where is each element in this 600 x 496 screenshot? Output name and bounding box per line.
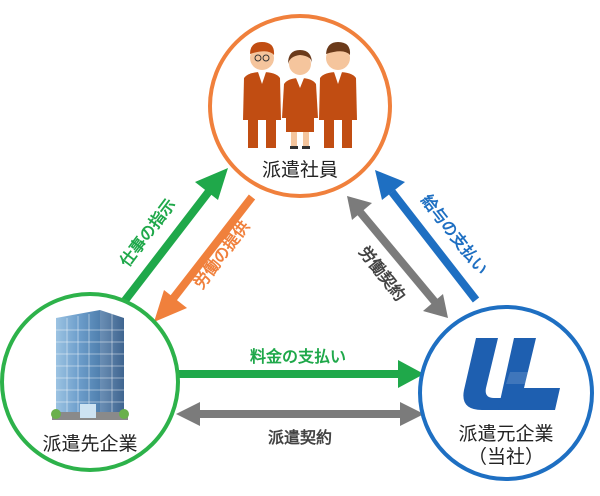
- arrow-fee-payment: 料金の支払い: [176, 347, 424, 388]
- arrow-label-work-instruction: 仕事の指示: [115, 195, 179, 271]
- arrow-label-labor-provision: 労働の提供: [190, 217, 253, 292]
- node-worker: 派遣社員: [208, 14, 392, 198]
- node-agency: 派遣元企業 （当社）: [418, 305, 594, 481]
- staff-people-icon: [243, 42, 357, 149]
- office-building-icon: [51, 310, 129, 420]
- arrow-label-dispatch-contract: 派遣契約: [268, 428, 332, 447]
- company-logo-icon: [463, 338, 560, 410]
- node-label-client: 派遣先企業: [42, 433, 137, 455]
- node-label-worker: 派遣社員: [262, 159, 338, 181]
- node-label-agency-line1: 派遣元企業: [458, 423, 553, 445]
- arrow-label-fee-payment: 料金の支払い: [250, 347, 346, 366]
- node-label-agency-line2: （当社）: [468, 446, 544, 468]
- arrow-work-instruction: 仕事の指示: [115, 168, 228, 310]
- arrow-label-labor-contract: 労働契約: [355, 243, 409, 305]
- node-client: 派遣先企業: [0, 292, 180, 472]
- arrow-dispatch-contract: 派遣契約: [176, 402, 424, 447]
